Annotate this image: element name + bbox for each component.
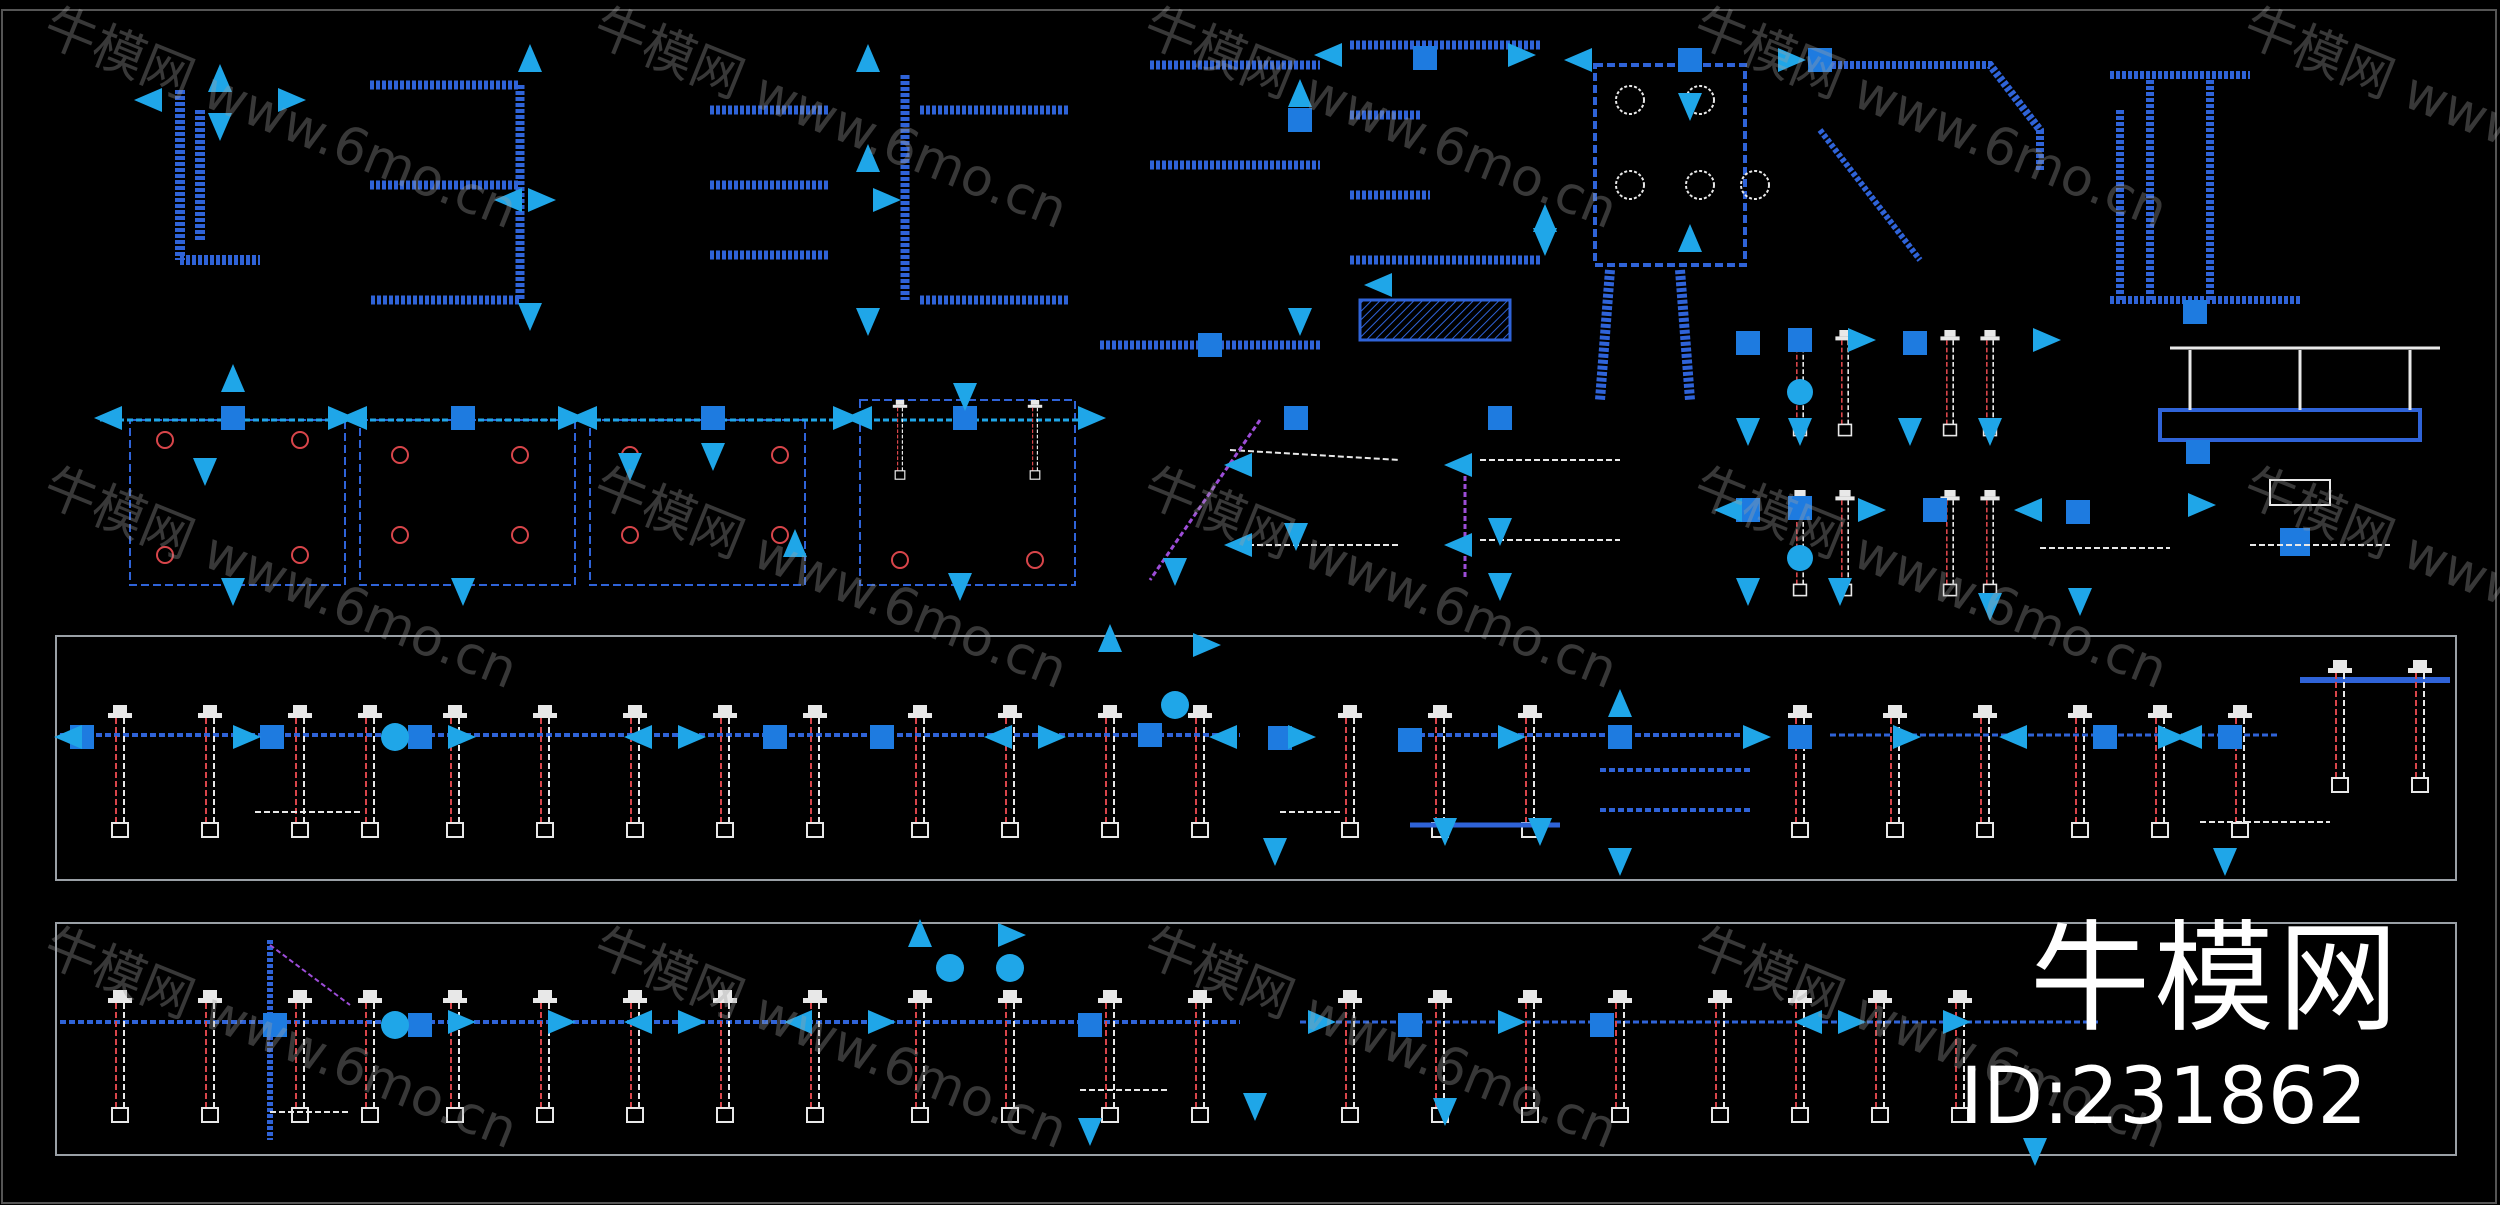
watermark-text: 牛模网 www.6mo.cn — [585, 456, 1075, 701]
watermark-text: 牛模网 www.6mo.cn — [35, 916, 525, 1161]
base-plate-detail[interactable] — [1564, 48, 1806, 401]
anchor-bolt-row-3[interactable] — [54, 624, 2450, 876]
detail-frame-row-4 — [55, 922, 2457, 1156]
watermark-text: 牛模网 www.6mo.cn — [2235, 0, 2500, 241]
section-profile-group-1[interactable] — [134, 44, 556, 331]
watermark-text: 牛模网 www.6mo.cn — [1685, 0, 2175, 241]
bent-plate-detail[interactable] — [1808, 48, 2044, 262]
watermark-text: 牛模网 www.6mo.cn — [1135, 456, 1625, 701]
watermark-text: 牛模网 www.6mo.cn — [585, 916, 1075, 1161]
section-profile-group-2[interactable] — [710, 44, 1070, 336]
channel-hanger-detail[interactable] — [2158, 346, 2440, 556]
watermark-text: 牛模网 www.6mo.cn — [35, 0, 525, 241]
section-profile-group-3[interactable] — [1100, 40, 1557, 357]
detail-frame-row-3 — [55, 635, 2457, 881]
model-id-label: ID:231862 — [1960, 1052, 2368, 1142]
watermark-text: 牛模网 www.6mo.cn — [1135, 0, 1625, 241]
bolt-elevation-set[interactable] — [1714, 328, 2216, 621]
brand-title: 牛模网 — [2030, 910, 2402, 1049]
watermark-text: 牛模网 www.6mo.cn — [2235, 456, 2500, 701]
watermark-text: 牛模网 www.6mo.cn — [585, 0, 1075, 241]
anchor-bracket-details[interactable] — [1148, 406, 1620, 601]
anchor-bolt-row-4[interactable] — [60, 919, 2100, 1166]
t-section-detail[interactable] — [2110, 71, 2300, 324]
anchor-plate-plans[interactable] — [94, 364, 1106, 606]
watermark-text: 牛模网 www.6mo.cn — [1135, 916, 1625, 1161]
sheet-border — [1, 9, 2497, 1204]
